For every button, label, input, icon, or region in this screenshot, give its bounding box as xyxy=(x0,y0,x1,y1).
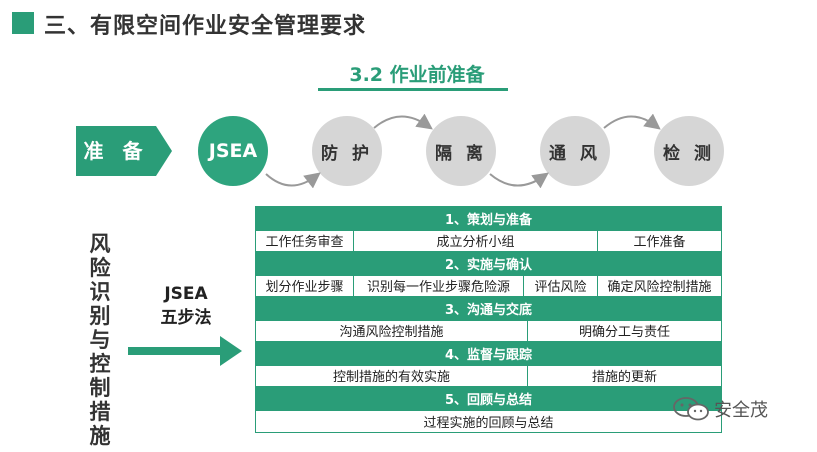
jsea-steps-table: 1、策划与准备 工作任务审查 成立分析小组 工作准备 2、实施与确认 划分作业步… xyxy=(255,206,722,433)
flow-step-isolation: 隔 离 xyxy=(426,116,496,186)
table-cell: 控制措施的有效实施 xyxy=(256,365,528,386)
connector-arrow xyxy=(603,113,661,130)
watermark-text: 安全茂 xyxy=(714,400,768,421)
jsea-method-line1: JSEA xyxy=(164,284,208,304)
table-cell: 过程实施的回顾与总结 xyxy=(423,415,554,431)
table-cell: 工作准备 xyxy=(633,235,686,251)
jsea-method-label: JSEA 五步法 xyxy=(146,282,226,330)
table-cell: 明确分工与责任 xyxy=(578,325,670,341)
step-3-row: 沟通风险控制措施 明确分工与责任 xyxy=(256,319,721,342)
subtitle-underline xyxy=(318,88,508,91)
table-cell: 成立分析小组 xyxy=(354,230,598,251)
jsea-method-line2: 五步法 xyxy=(160,308,212,328)
flow-step-ventilation: 通 风 xyxy=(540,116,610,186)
right-arrow-icon xyxy=(128,336,242,366)
table-cell: 工作任务审查 xyxy=(256,230,354,251)
step-2-header: 2、实施与确认 xyxy=(256,252,721,275)
connector-arrow xyxy=(373,113,433,130)
flow-step-detection: 检 测 xyxy=(654,116,724,186)
table-cell: 沟通风险控制措施 xyxy=(256,320,528,341)
step-2-row: 划分作业步骤 识别每一作业步骤危险源 评估风险 确定风险控制措施 xyxy=(256,274,721,297)
section-subtitle: 3.2 作业前准备 xyxy=(349,64,485,86)
prep-label: 准 备 xyxy=(83,139,149,163)
prep-arrow: 准 备 xyxy=(76,126,172,176)
table-cell: 措施的更新 xyxy=(591,370,657,386)
page-title: 三、有限空间作业安全管理要求 xyxy=(44,14,367,39)
wechat-icon xyxy=(673,397,709,421)
step-5-header: 5、回顾与总结 xyxy=(256,387,721,410)
header-marker xyxy=(12,12,34,34)
table-cell: 划分作业步骤 xyxy=(256,275,354,296)
connector-arrow xyxy=(265,172,321,189)
watermark: 安全茂 xyxy=(672,396,768,422)
risk-control-label: 风险识别与控制措施 xyxy=(89,232,111,448)
step-4-header: 4、监督与跟踪 xyxy=(256,342,721,365)
table-cell: 评估风险 xyxy=(524,275,598,296)
step-1-header: 1、策划与准备 xyxy=(256,207,721,230)
flow-step-jsea: JSEA xyxy=(198,116,268,186)
table-cell: 确定风险控制措施 xyxy=(607,280,712,296)
step-1-row: 工作任务审查 成立分析小组 工作准备 xyxy=(256,229,721,252)
step-4-row: 控制措施的有效实施 措施的更新 xyxy=(256,364,721,387)
step-3-header: 3、沟通与交底 xyxy=(256,297,721,320)
connector-arrow xyxy=(489,172,549,189)
table-cell: 识别每一作业步骤危险源 xyxy=(354,275,524,296)
step-5-row: 过程实施的回顾与总结 xyxy=(256,409,721,432)
flow-step-protection: 防 护 xyxy=(312,116,382,186)
